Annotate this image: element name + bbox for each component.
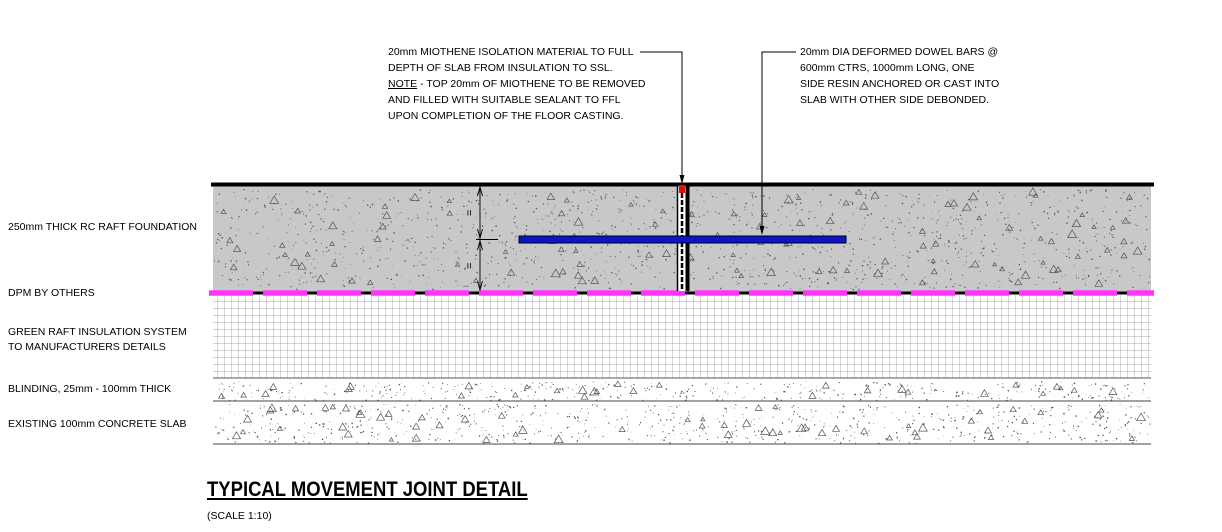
miothene-note-line3: NOTE - TOP 20mm OF MIOTHENE TO BE REMOVE… xyxy=(388,76,646,92)
miothene-leader-arrow xyxy=(679,175,685,184)
note-keyword: NOTE xyxy=(388,78,418,90)
dowel-note: 20mm DIA DEFORMED DOWEL BARS @ 600mm CTR… xyxy=(800,44,999,108)
miothene-leader xyxy=(640,51,683,177)
dowel-note-line2: 600mm CTRS, 1000mm LONG, ONE xyxy=(800,62,975,74)
dowel-bar xyxy=(518,235,847,244)
raft-aggregate-hatch xyxy=(214,187,1151,291)
label-insulation-line2: TO MANUFACTURERS DETAILS xyxy=(8,341,166,353)
blinding-layer xyxy=(217,380,1150,402)
slab-depth-dimension: = = xyxy=(464,186,498,291)
label-dpm: DPM BY OTHERS xyxy=(8,287,95,299)
miothene-note-line2: DEPTH OF SLAB FROM INSULATION TO SSL. xyxy=(388,62,613,74)
dowel-note-line1: 20mm DIA DEFORMED DOWEL BARS @ xyxy=(800,46,999,58)
miothene-note-line4: AND FILLED WITH SUITABLE SEALANT TO FFL xyxy=(388,94,621,106)
note-text: - TOP 20mm OF MIOTHENE TO BE REMOVED xyxy=(417,78,646,90)
dowel-leader xyxy=(761,51,796,228)
equal-mark-top: = xyxy=(464,210,476,216)
existing-slab-layer xyxy=(215,403,1151,445)
sealant xyxy=(679,185,685,193)
dowel-leader-arrow xyxy=(759,226,765,235)
label-raft-foundation: 250mm THICK RC RAFT FOUNDATION xyxy=(8,221,198,233)
miothene-note-line1: 20mm MIOTHENE ISOLATION MATERIAL TO FULL xyxy=(388,46,634,58)
dowel-note-line4: SLAB WITH OTHER SIDE DEBONDED. xyxy=(800,94,990,106)
insulation-layer xyxy=(213,295,1151,378)
detail-title: TYPICAL MOVEMENT JOINT DETAIL xyxy=(207,478,528,501)
label-blinding: BLINDING, 25mm - 100mm THICK xyxy=(8,383,172,395)
miothene-note: 20mm MIOTHENE ISOLATION MATERIAL TO FULL… xyxy=(388,44,646,124)
equal-mark-bottom: = xyxy=(464,263,476,269)
dowel-note-line3: SIDE RESIN ANCHORED OR CAST INTO xyxy=(800,78,1000,90)
miothene-note-line5: UPON COMPLETION OF THE FLOOR CASTING. xyxy=(388,110,624,122)
label-insulation-line1: GREEN RAFT INSULATION SYSTEM xyxy=(8,326,187,338)
detail-scale: (SCALE 1:10) xyxy=(207,510,272,522)
label-existing-slab: EXISTING 100mm CONCRETE SLAB xyxy=(8,418,187,430)
